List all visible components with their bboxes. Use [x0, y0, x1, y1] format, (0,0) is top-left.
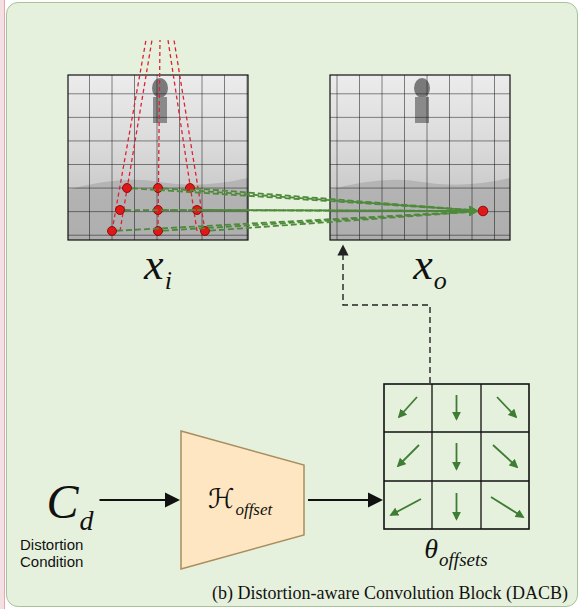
symbol: x: [144, 240, 164, 289]
math-label: θoffsets: [424, 535, 487, 563]
subscript: offsets: [439, 549, 488, 570]
subscript: offset: [235, 500, 272, 519]
input-image-node: xi: [68, 75, 248, 240]
subscript: i: [165, 266, 172, 295]
flow-arrow: [100, 500, 178, 501]
symbol: ℋ: [208, 483, 235, 514]
math-label: Cd: [46, 478, 93, 526]
caption: (b) Distortion-aware Convolution Block (…: [212, 583, 568, 604]
symbol: θ: [424, 533, 438, 564]
offset-grid: θoffsets: [383, 383, 530, 530]
symbol: x: [413, 240, 433, 289]
subscript: o: [434, 266, 447, 295]
subscript: d: [80, 505, 94, 536]
description: Distortion Condition: [20, 536, 120, 571]
math-label: ℋoffset: [208, 485, 273, 512]
math-label: xi: [144, 243, 172, 287]
math-label: xo: [413, 243, 447, 287]
offset-network: ℋoffset: [180, 430, 305, 570]
sampling-arrows: [117, 188, 476, 230]
offset-field: [383, 383, 530, 530]
neighbor-panel-edge: [0, 0, 5, 609]
flow-arrow: [308, 500, 380, 501]
output-image-node: xo: [330, 75, 510, 240]
symbol: C: [46, 475, 78, 528]
distortion-condition: CdDistortion Condition: [15, 470, 120, 585]
